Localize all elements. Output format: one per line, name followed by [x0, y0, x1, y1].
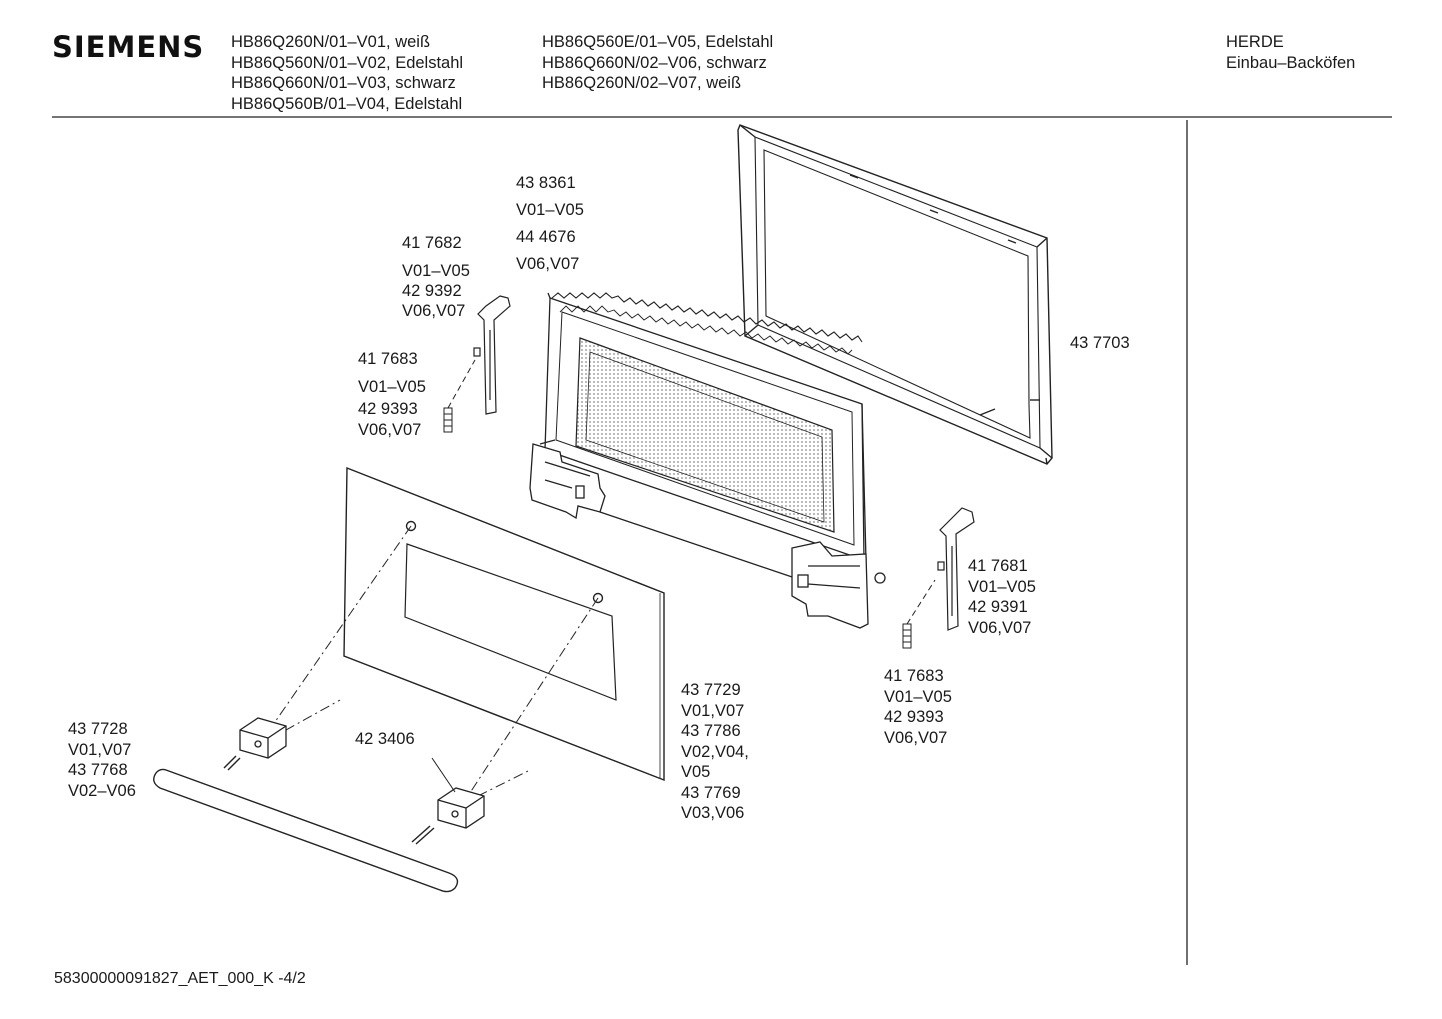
part-variant: V01–V05 — [358, 378, 426, 396]
model-line: HB86Q660N/01–V03, schwarz — [231, 74, 456, 92]
siemens-logo: SIEMENS — [52, 30, 205, 64]
part-variant: V06,V07 — [884, 728, 948, 747]
part-variant: V05 — [681, 763, 711, 781]
part-variant: V06,V07 — [358, 421, 422, 439]
label-door-frame: 43 7703 — [1070, 333, 1130, 354]
part-number: 41 7683 — [884, 667, 944, 685]
part-number: 42 9391 — [968, 598, 1028, 616]
label-spring-left: 41 7683 V01–V05 42 9393 V06,V07 — [358, 347, 426, 442]
model-line: HB86Q260N/02–V07, weiß — [542, 74, 742, 92]
part-number: 41 7682 — [402, 234, 462, 252]
part-variant: V06,V07 — [402, 302, 466, 320]
model-line: HB86Q560E/01–V05, Edelstahl — [542, 33, 774, 51]
category-block: HERDE Einbau–Backöfen — [1226, 32, 1355, 73]
part-number: 43 7729 — [681, 681, 741, 699]
hinge-block-right — [791, 541, 886, 629]
inner-door — [539, 292, 867, 561]
part-number: 43 7769 — [681, 783, 741, 802]
part-number: 42 9393 — [358, 400, 418, 418]
part-number: 42 9393 — [884, 708, 944, 726]
label-handle: 43 7728 V01,V07 43 7768 V02–V06 — [68, 719, 136, 801]
part-number: 41 7683 — [358, 350, 418, 368]
part-variant: V06,V07 — [516, 255, 580, 273]
handle-mount-right — [437, 787, 485, 829]
part-number: 44 4676 — [516, 228, 576, 246]
door-frame — [737, 124, 1053, 465]
hinge-right — [937, 507, 975, 631]
label-hinge-right: 41 7681 V01–V05 42 9391 V06,V07 — [968, 556, 1036, 638]
category-line: Einbau–Backöfen — [1226, 53, 1356, 72]
part-variant: V01–V05 — [402, 262, 470, 280]
part-variant: V01–V05 — [516, 201, 584, 219]
label-outer-glass: 43 7729 V01,V07 43 7786 V02,V04, V05 43 … — [681, 680, 749, 824]
hinge-left — [473, 295, 511, 415]
part-variant: V01,V07 — [681, 701, 745, 720]
part-number: 41 7681 — [968, 557, 1028, 575]
model-list-1: HB86Q260N/01–V01, weiß HB86Q560N/01–V02,… — [231, 32, 463, 114]
model-line: HB86Q660N/02–V06, schwarz — [542, 53, 767, 72]
handle-mount-guides — [267, 525, 599, 809]
model-line: HB86Q560B/01–V04, Edelstahl — [231, 94, 463, 113]
part-number: 43 7703 — [1070, 334, 1130, 352]
part-variant: V02,V04, — [681, 742, 749, 761]
label-hinge-left: 41 7682 V01–V05 42 9392 V06,V07 — [402, 231, 470, 323]
part-variant: V02–V06 — [68, 781, 136, 800]
spring-right — [902, 579, 936, 649]
leader-423406 — [431, 757, 456, 793]
spring-left — [443, 359, 476, 433]
handle-mount-left — [239, 717, 287, 759]
hinge-block-left — [529, 443, 861, 601]
part-variant: V01,V07 — [68, 740, 132, 759]
part-variant: V03,V06 — [681, 804, 745, 822]
part-variant: V01–V05 — [968, 577, 1036, 596]
category-line: HERDE — [1226, 33, 1284, 51]
model-line: HB86Q260N/01–V01, weiß — [231, 33, 431, 51]
part-variant: V01–V05 — [884, 687, 952, 706]
part-number: 43 7768 — [68, 761, 128, 779]
part-variant: V06,V07 — [968, 618, 1032, 637]
handle-bar — [153, 755, 459, 893]
label-handle-mount: 42 3406 — [355, 729, 415, 750]
document-id: 58300000091827_AET_000_K -4/2 — [54, 970, 306, 987]
model-list-2: HB86Q560E/01–V05, Edelstahl HB86Q660N/02… — [542, 32, 773, 94]
part-number: 42 3406 — [355, 730, 415, 748]
part-number: 43 7786 — [681, 722, 741, 740]
part-number: 42 9392 — [402, 282, 462, 300]
label-spring-right: 41 7683 V01–V05 42 9393 V06,V07 — [884, 666, 952, 748]
label-inner-door: 43 8361 V01–V05 44 4676 V06,V07 — [516, 170, 584, 278]
model-line: HB86Q560N/01–V02, Edelstahl — [231, 53, 464, 72]
part-number: 43 7728 — [68, 720, 128, 738]
part-number: 43 8361 — [516, 174, 576, 192]
